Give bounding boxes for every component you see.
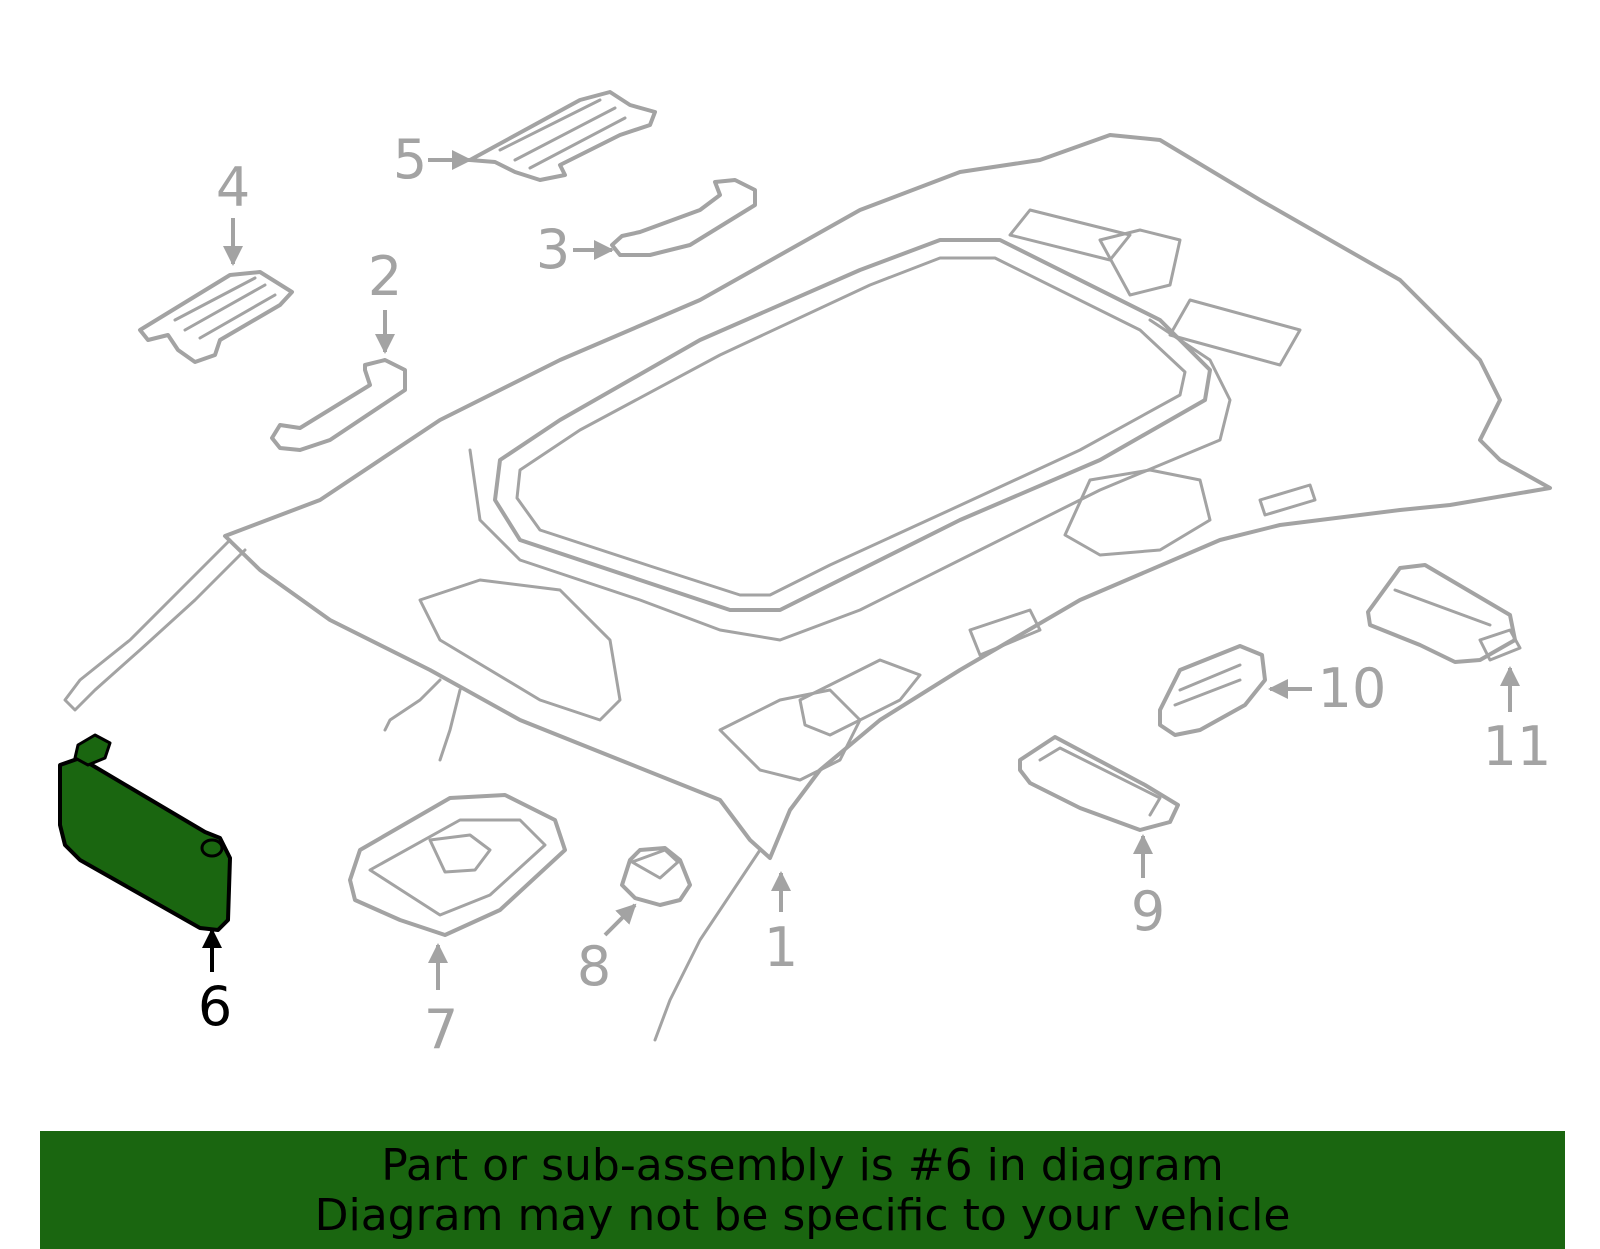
lamp-part-9: [1018, 735, 1180, 832]
callout-label-8: 8: [577, 935, 611, 998]
callout-label-2: 2: [368, 245, 402, 308]
info-banner: Part or sub-assembly is #6 in diagram Di…: [40, 1131, 1565, 1249]
callout-7: 7: [424, 943, 458, 1061]
callout-3: 3: [536, 218, 614, 281]
callout-4: 4: [216, 156, 250, 266]
callout-11: 11: [1483, 666, 1552, 778]
lamp-part-11: [1366, 563, 1522, 664]
bracket-part-5: [468, 90, 657, 182]
callout-label-4: 4: [216, 156, 250, 219]
callout-label-9: 9: [1131, 880, 1165, 943]
grab-handle-part-2: [270, 358, 407, 452]
callout-1: 1: [764, 871, 798, 979]
banner-line-2: Diagram may not be specific to your vehi…: [314, 1190, 1291, 1241]
callout-label-11: 11: [1483, 715, 1552, 778]
headliner-part-1: [63, 133, 1552, 1042]
callout-label-10: 10: [1318, 657, 1387, 720]
dome-lamp-part-7: [348, 793, 567, 937]
callout-label-1: 1: [764, 916, 798, 979]
callout-8: 8: [577, 903, 637, 998]
callout-label-5: 5: [393, 128, 427, 191]
callout-5: 5: [393, 128, 472, 191]
grab-handle-part-3: [610, 178, 757, 257]
callout-6: 6: [198, 928, 232, 1038]
knob-part-8: [620, 846, 692, 907]
callout-label-6: 6: [198, 975, 232, 1038]
sun-visor-part-6[interactable]: [58, 733, 232, 932]
callout-2: 2: [368, 245, 402, 354]
callout-label-3: 3: [536, 218, 570, 281]
lamp-part-10: [1158, 644, 1267, 737]
callout-10: 10: [1268, 657, 1387, 720]
banner-line-1: Part or sub-assembly is #6 in diagram: [381, 1140, 1224, 1191]
callout-label-7: 7: [424, 998, 458, 1061]
callout-9: 9: [1131, 834, 1165, 943]
bracket-part-4: [138, 270, 294, 364]
